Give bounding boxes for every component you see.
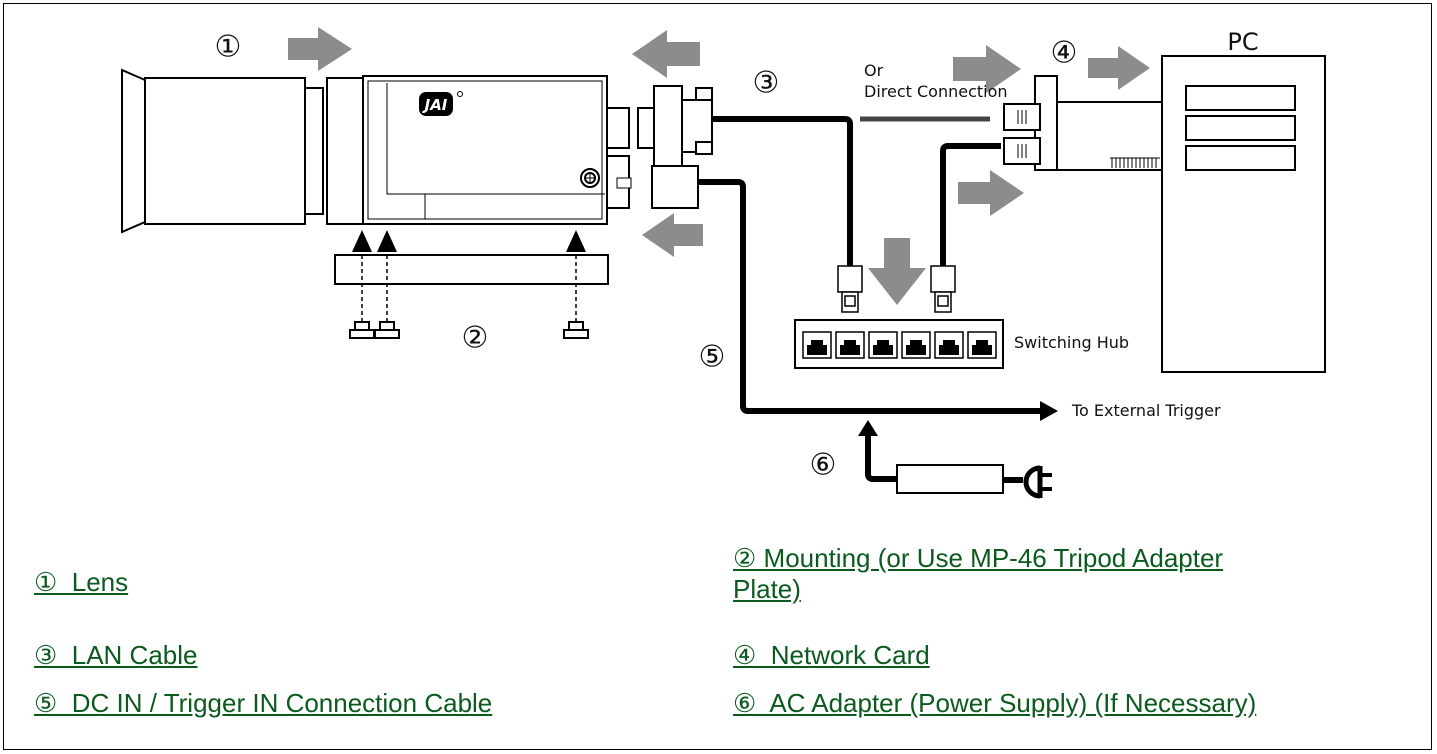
marker-4: ④ [1051,36,1078,71]
lan-connector [637,85,713,171]
arrow-network-card [953,45,1021,93]
direct-connection-label: Direct Connection [864,82,1008,101]
pc-tower [1161,55,1326,373]
legend-ac-adapter-link[interactable]: ⑥ AC Adapter (Power Supply) (If Necessar… [733,688,1257,718]
cables [698,116,1044,483]
marker-3: ③ [753,66,780,101]
switching-hub [794,319,1004,369]
network-card [1003,75,1163,171]
pc-label: PC [1227,28,1258,56]
arrow-pc [1088,46,1150,90]
switching-hub-label: Switching Hub [1014,333,1129,352]
power-connector [651,165,699,209]
legend-mounting-link[interactable]: ② Mounting (or Use MP-46 Tripod Adapter … [733,543,1224,604]
svg-text:③: ③ [753,66,780,101]
hub-plug-left [837,265,863,313]
hub-plug-right [930,265,956,313]
flow-arrows [288,27,1150,305]
marker-1: ① [215,30,242,65]
external-trigger-label: To External Trigger [1071,401,1221,420]
marker-6: ⑥ [810,448,837,483]
camera-logo: JAI [419,91,463,116]
network-card-contacts [1017,110,1160,168]
legend-dc-in-cable-link[interactable]: ⑤ DC IN / Trigger IN Connection Cable [34,688,493,718]
svg-text:②: ② [462,321,489,356]
tripod-plate [334,230,609,339]
arrow-down-hub [868,238,926,305]
camera-logo-text: JAI [422,96,448,114]
direct-connection-or: Or [864,61,884,80]
trigger-arrow-head [1040,401,1058,421]
svg-text:④: ④ [1051,36,1078,71]
marker-5: ⑤ [699,340,726,375]
power-arrow-head [858,420,878,436]
svg-text:⑥: ⑥ [810,448,837,483]
legend-lan-cable-link[interactable]: ③ LAN Cable [34,640,198,670]
arrow-hub-to-card [958,170,1024,216]
svg-text:⑤: ⑤ [699,340,726,375]
legend-network-card-link[interactable]: ④ Network Card [733,640,930,670]
camera-body [362,75,632,225]
figure-frame [3,3,1432,750]
marker-2: ② [462,321,489,356]
arrow-power-cable [642,213,703,257]
svg-text:①: ① [215,30,242,65]
lens-mount [326,77,364,225]
legend-lens-link[interactable]: ① Lens [34,567,129,597]
ac-adapter [896,464,1052,499]
arrow-lens-to-camera [288,27,352,71]
tripod-screws [349,321,589,339]
arrow-lan-cable [632,30,700,78]
lens [121,68,324,234]
